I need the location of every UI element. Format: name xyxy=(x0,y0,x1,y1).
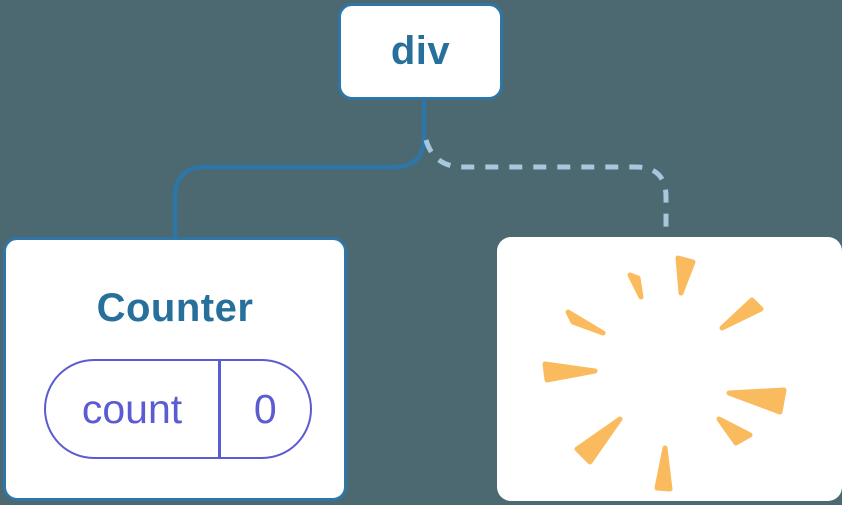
poof-ray xyxy=(565,309,606,336)
poof-ray xyxy=(726,387,787,415)
state-value-label: 0 xyxy=(253,385,277,432)
state-key-label: count xyxy=(81,385,183,432)
counter-title: Counter xyxy=(96,286,254,330)
node-div: div xyxy=(338,3,503,100)
poof-ray xyxy=(716,416,753,446)
poof-ray xyxy=(654,445,673,492)
state-pill-divider xyxy=(218,361,221,457)
state-pill: count 0 xyxy=(44,359,312,459)
poof-icon xyxy=(542,255,787,492)
poof-ray xyxy=(675,255,696,296)
node-removed xyxy=(497,237,842,501)
node-div-label: div xyxy=(390,29,451,73)
node-counter: Counter count 0 xyxy=(3,237,347,501)
poof-ray xyxy=(719,297,764,331)
poof-ray xyxy=(627,272,644,300)
edge-dashed-to-removed xyxy=(423,139,669,237)
edge-solid-to-counter xyxy=(172,97,427,240)
poof-ray xyxy=(542,361,598,383)
poof-ray xyxy=(574,416,623,465)
